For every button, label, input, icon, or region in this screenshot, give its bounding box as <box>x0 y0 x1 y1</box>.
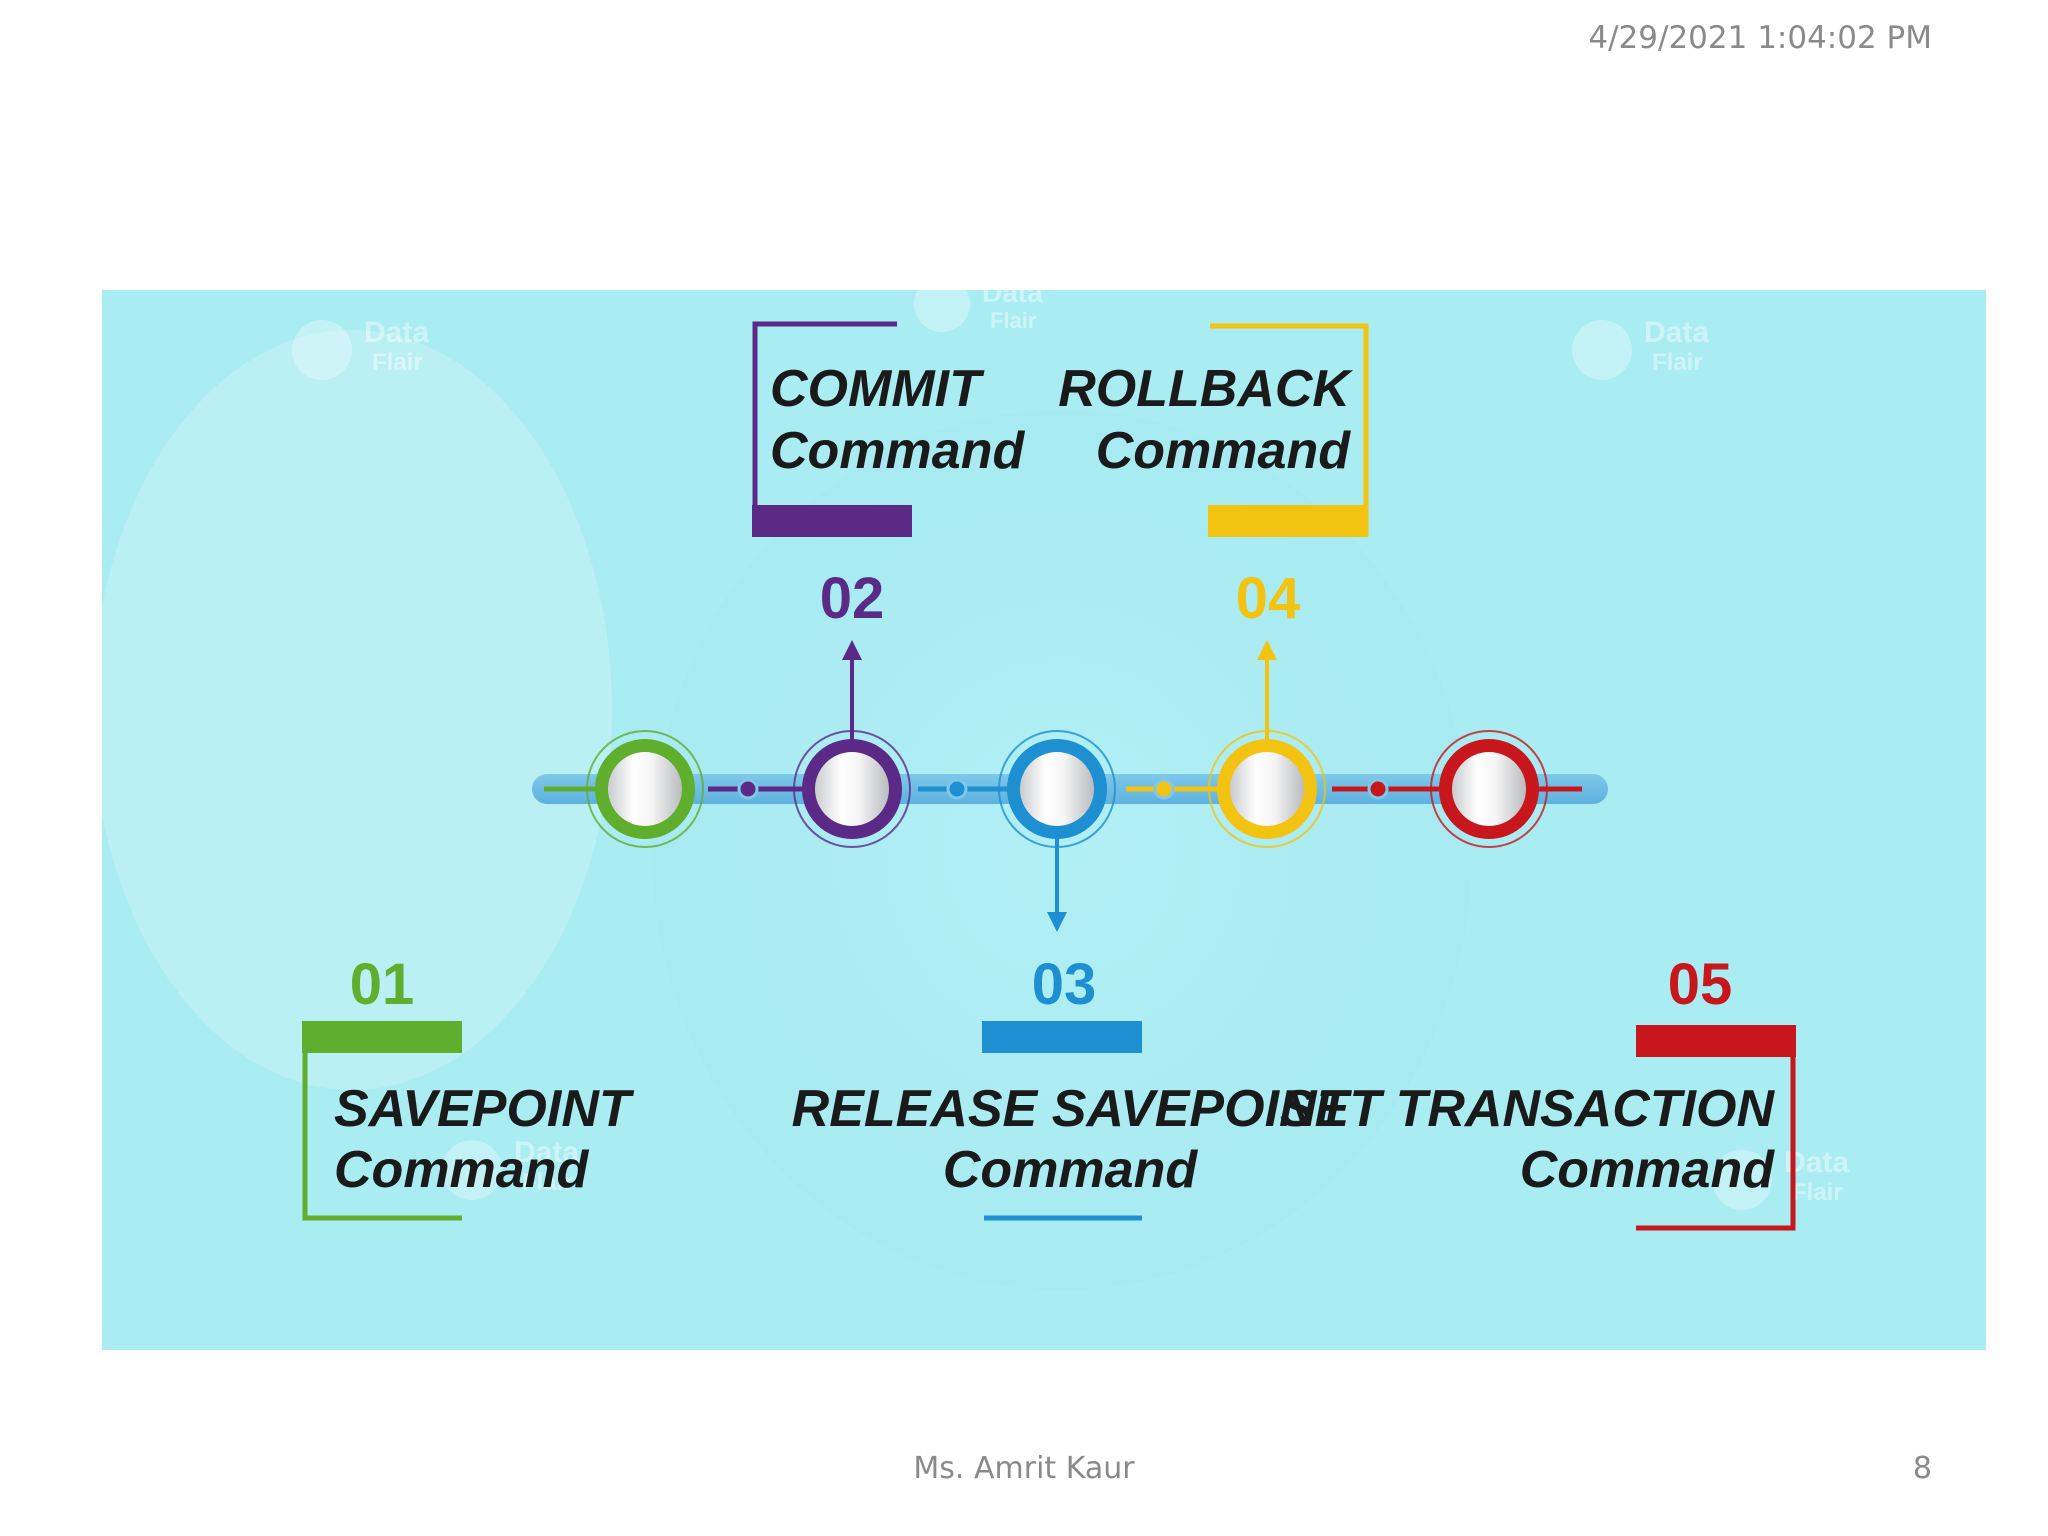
step-card-savepoint: 01 SAVEPOINT Command <box>302 952 635 1221</box>
step-node-02 <box>793 730 911 848</box>
step-node-05 <box>1430 730 1548 848</box>
step-number: 05 <box>1668 952 1733 1017</box>
step-number: 04 <box>1236 566 1301 631</box>
diagram-panel: Data Flair Data Flair Data Flair Data Fl… <box>102 290 1986 1350</box>
watermark-logo: Data Flair <box>1712 1146 1849 1210</box>
step-subtitle: Command <box>770 422 1025 480</box>
watermark-logo: Data Flair <box>1572 316 1709 380</box>
watermark-text: Flair <box>990 308 1037 333</box>
step-node-03 <box>998 730 1116 848</box>
background-circle <box>652 410 1472 1290</box>
timeline-diagram: Data Flair Data Flair Data Flair Data Fl… <box>102 290 1849 1290</box>
step-subtitle: Command <box>943 1141 1198 1199</box>
step-number: 02 <box>820 566 885 631</box>
step-title: RELEASE SAVEPOINT <box>792 1080 1353 1138</box>
step-title: ROLLBACK <box>1058 360 1353 418</box>
step-subtitle: Command <box>1520 1141 1775 1199</box>
watermark-text: Flair <box>522 1169 573 1196</box>
watermark-text: Data <box>1644 316 1709 349</box>
watermark-logo: Data Flair <box>914 290 1043 333</box>
slide-date: 4/29/2021 1:04:02 PM <box>1588 20 1932 56</box>
watermark-text: Flair <box>1652 349 1703 376</box>
page-number: 8 <box>1912 1451 1932 1486</box>
connector-bead <box>737 778 759 800</box>
footer-author: Ms. Amrit Kaur <box>913 1451 1135 1486</box>
step-number: 01 <box>350 952 415 1017</box>
step-subtitle: Command <box>1096 422 1351 480</box>
watermark-text: Flair <box>372 349 423 376</box>
step-card-set-transaction: 05 SET TRANSACTION Command <box>1280 952 1796 1231</box>
step-node-04 <box>1208 730 1326 848</box>
watermark-text: Data <box>982 290 1043 308</box>
step-card-rollback: 04 ROLLBACK Command <box>1058 323 1369 631</box>
watermark-text: Data <box>364 316 429 349</box>
connector-bead <box>1367 778 1389 800</box>
watermark-logo: Data Flair <box>442 1136 579 1200</box>
step-title: SAVEPOINT <box>334 1080 635 1138</box>
step-subtitle: Command <box>334 1141 589 1199</box>
watermark-logo: Data Flair <box>292 316 429 380</box>
step-title: COMMIT <box>770 360 985 418</box>
watermark-text: Flair <box>1792 1179 1843 1206</box>
step-number: 03 <box>1032 952 1097 1017</box>
watermark-text: Data <box>514 1136 579 1169</box>
connector-bead <box>1153 778 1175 800</box>
background-glow <box>102 330 612 1090</box>
step-node-01 <box>586 730 704 848</box>
step-card-commit: 02 COMMIT Command <box>752 321 1025 631</box>
step-card-release-savepoint: 03 RELEASE SAVEPOINT Command <box>792 952 1353 1221</box>
connector-bead <box>946 778 968 800</box>
step-title: SET TRANSACTION <box>1280 1080 1775 1138</box>
